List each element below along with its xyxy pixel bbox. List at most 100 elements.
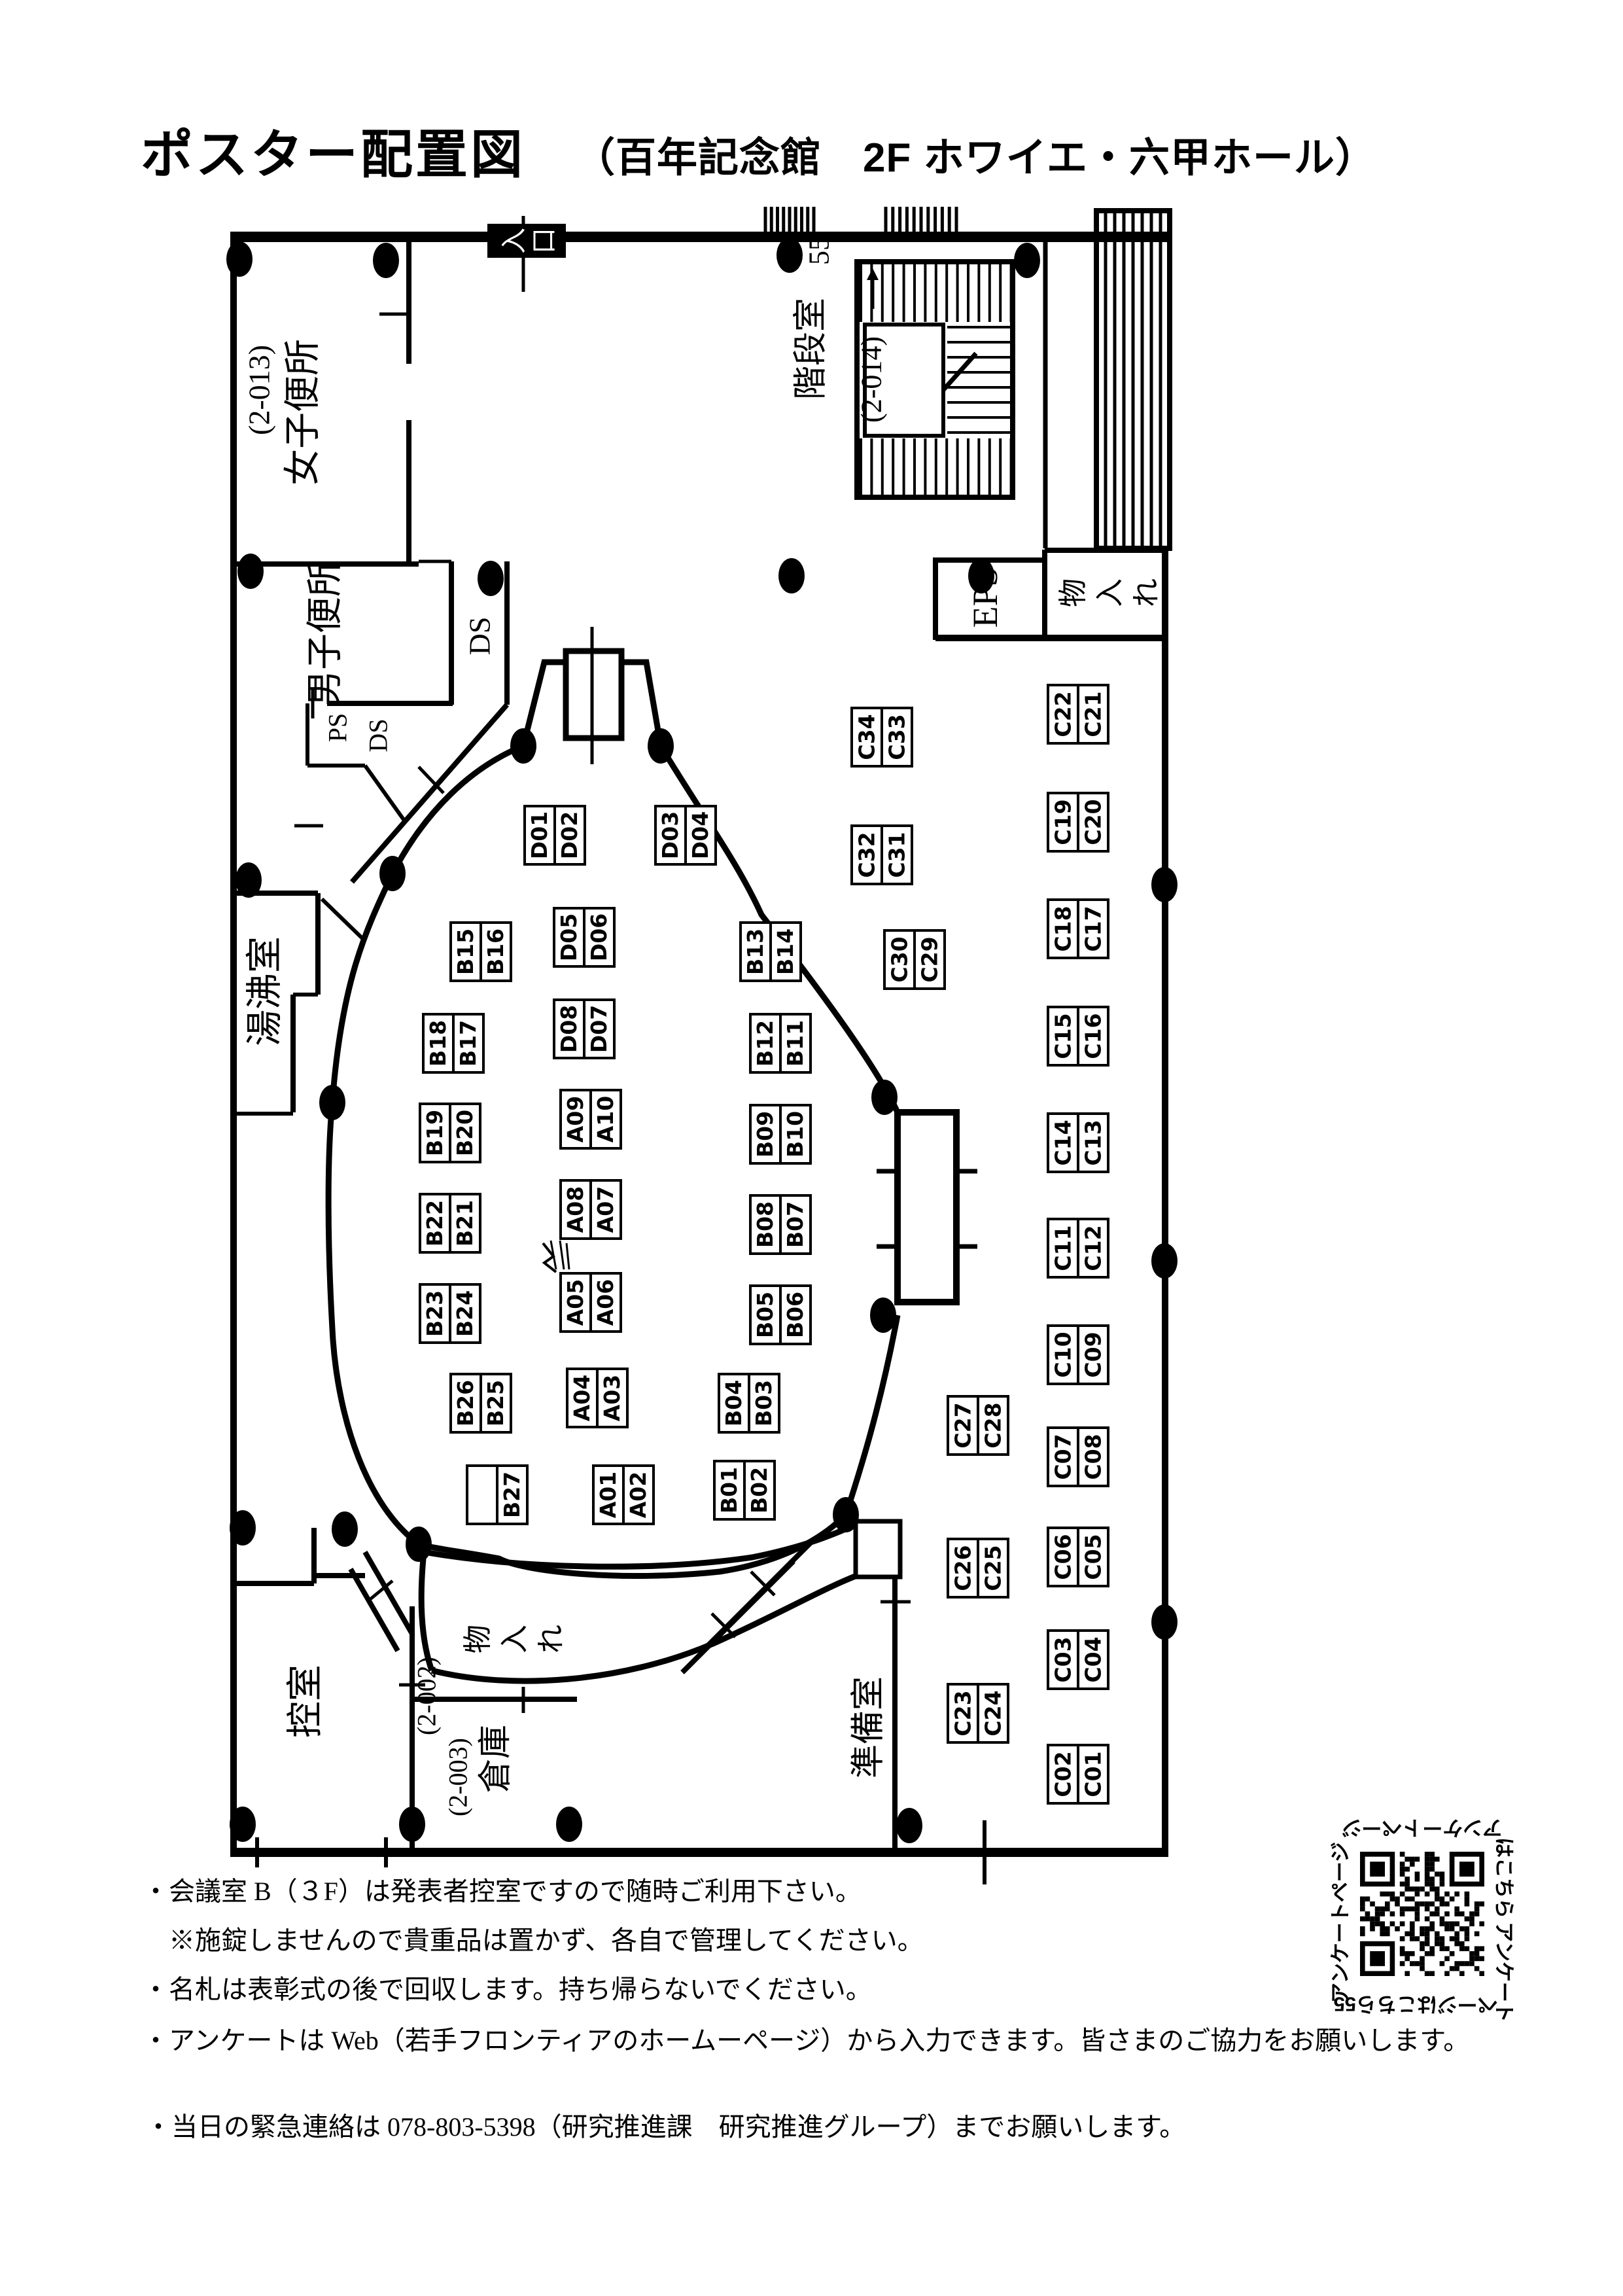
column-dot: [510, 728, 536, 764]
qr-module: [1420, 1961, 1425, 1966]
qr-module: [1454, 1961, 1459, 1966]
qr-module: [1399, 1862, 1405, 1867]
qr-module: [1360, 1931, 1365, 1937]
room-label-text: 準備室: [850, 1676, 888, 1779]
qr-module: [1424, 1931, 1430, 1937]
room-label-text: 男子便所: [305, 560, 346, 707]
poster-cell-label: C32: [854, 832, 880, 878]
qr-module: [1424, 1862, 1430, 1867]
column-dot: [1014, 243, 1040, 278]
poster-cell-label: C09: [1080, 1332, 1106, 1378]
poster-cell-C23: C23: [949, 1686, 977, 1741]
room-label-text: 倉庫: [477, 1724, 515, 1793]
room-hikaeshitsu: 控室: [266, 1665, 339, 1738]
poster-cell-C01: C01: [1077, 1746, 1107, 1802]
poster-cell-label: B21: [452, 1199, 478, 1247]
wall: [750, 1570, 776, 1597]
page-title: ポスター配置図: [141, 126, 525, 184]
wall: [417, 766, 445, 794]
poster-cell-D05: D05: [555, 910, 583, 965]
qr-module: [1395, 1901, 1400, 1907]
poster-cell-label: C01: [1080, 1751, 1106, 1797]
qr-module: [1429, 1951, 1435, 1956]
poster-cell-C13: C13: [1077, 1115, 1107, 1171]
poster-cell-label: C17: [1080, 906, 1106, 952]
qr-module: [1429, 1921, 1435, 1926]
poster-cell-label: C03: [1050, 1636, 1076, 1683]
qr-module: [1410, 1961, 1415, 1966]
qr-module: [1360, 1901, 1365, 1907]
wall: [559, 1240, 565, 1270]
qr-module: [1380, 1906, 1385, 1912]
page-subtitle: （百年記念館 2F ホワイエ・六甲ホール）: [574, 135, 1376, 181]
qr-module: [1479, 1901, 1484, 1907]
poster-cell-C25: C25: [977, 1540, 1007, 1596]
qr-module: [1380, 1891, 1385, 1897]
room-souko: 倉庫: [458, 1725, 526, 1793]
qr-module: [1405, 1906, 1410, 1912]
poster-cell-label: B09: [752, 1110, 778, 1158]
qr-module: [1370, 1862, 1385, 1877]
qr-module: [1424, 1906, 1430, 1912]
poster-cell-label: C14: [1050, 1120, 1076, 1166]
qr-module: [1449, 1951, 1455, 1956]
wall: [417, 1315, 901, 1579]
qr-module: [1439, 1946, 1445, 1951]
qr-module: [1459, 1911, 1465, 1916]
qr-module: [1429, 1881, 1435, 1887]
label-55: 55: [803, 234, 835, 268]
note-line-4: ・アンケートは Web（若手フロンティアのホームーページ）から入力できます。皆さ…: [143, 2026, 1470, 2055]
poster-cell-C09: C09: [1077, 1327, 1107, 1383]
qr-code: [1360, 1852, 1484, 1976]
qr-module: [1435, 1936, 1440, 1941]
qr-module: [1429, 1901, 1435, 1907]
poster-cell-label: B15: [453, 928, 479, 976]
qr-module: [1414, 1891, 1420, 1897]
qr-module: [1410, 1862, 1415, 1867]
qr-module: [1385, 1931, 1390, 1937]
poster-cell-label: C28: [980, 1402, 1006, 1449]
column-dot: [319, 1085, 345, 1120]
qr-module: [1399, 1946, 1405, 1951]
entrance-sign: 入口: [487, 224, 566, 258]
poster-cell-label: B01: [716, 1466, 742, 1514]
qr-module: [1439, 1877, 1445, 1882]
poster-cell-label: D02: [557, 811, 583, 860]
qr-module: [1399, 1951, 1405, 1956]
wall: [348, 1568, 400, 1652]
qr-module: [1370, 1921, 1375, 1926]
qr-module: [1365, 1896, 1370, 1901]
qr-module: [1385, 1891, 1390, 1897]
poster-cell-label: A03: [599, 1374, 625, 1422]
poster-cell-label: C04: [1080, 1636, 1106, 1683]
qr-module: [1429, 1877, 1435, 1882]
qr-module: [1395, 1896, 1400, 1901]
qr-module: [1459, 1961, 1465, 1966]
poster-cell-B21: B21: [449, 1195, 479, 1251]
poster-cell-B15: B15: [452, 924, 480, 980]
poster-cell-label: B07: [782, 1201, 809, 1248]
room-label-text: 55: [803, 236, 835, 265]
poster-cell-C28: C28: [977, 1398, 1007, 1453]
qr-module: [1389, 1921, 1395, 1926]
qr-module: [1454, 1966, 1459, 1971]
qr-module: [1459, 1971, 1465, 1976]
survey-qr-block: アンケートページ アンケートページ はこちら アンケート ページはこちら55: [1327, 1816, 1518, 2022]
qr-module: [1464, 1926, 1470, 1932]
poster-cell-C33: C33: [881, 709, 911, 765]
qr-module: [1464, 1901, 1470, 1907]
qr-module: [1424, 1936, 1430, 1941]
qr-module: [1405, 1886, 1410, 1892]
wall: [349, 703, 510, 884]
qr-module: [1439, 1921, 1445, 1926]
poster-cell-label: D08: [556, 1004, 582, 1053]
room-eps: EPS: [954, 567, 1015, 627]
room-label-text: DS: [462, 616, 497, 656]
qr-module: [1435, 1856, 1440, 1862]
